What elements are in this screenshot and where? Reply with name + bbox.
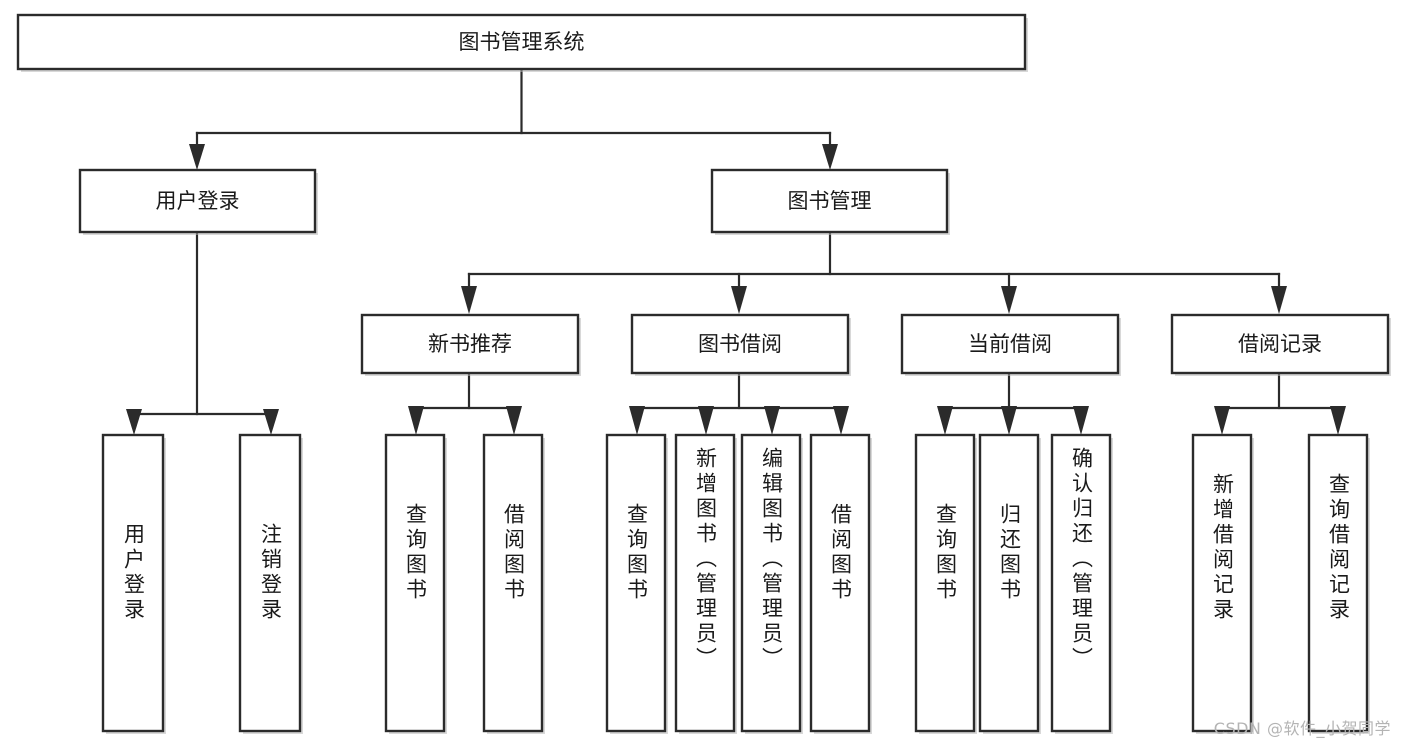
- arrowhead-leaf-confirm-return: [1073, 406, 1089, 435]
- node-root-label: 图书管理系统: [459, 30, 585, 54]
- node-root[interactable]: 图书管理系统: [16, 13, 1028, 72]
- arrowhead-leaf-borrow-book-2: [833, 406, 849, 435]
- leaf-logout-rect[interactable]: [238, 433, 302, 733]
- node-user-login[interactable]: 用户登录: [78, 168, 318, 235]
- node-current-borrow-rect[interactable]: [900, 313, 1120, 375]
- arrowhead-leaf-query-book-1: [408, 406, 424, 435]
- node-new-book-recommend-rect[interactable]: [360, 313, 580, 375]
- arrowhead-leaf-add-record: [1214, 406, 1230, 435]
- node-book-management-rect[interactable]: [710, 168, 949, 234]
- node-borrow-record-rect[interactable]: [1170, 313, 1390, 375]
- arrowhead-leaf-edit-book: [764, 406, 780, 435]
- node-current-borrow[interactable]: 当前借阅: [900, 313, 1121, 376]
- leaf-query-book-1-rect[interactable]: [384, 433, 446, 733]
- leaf-query-book-3-rect[interactable]: [914, 433, 976, 733]
- leaf-borrow-book-2-rect[interactable]: [809, 433, 871, 733]
- node-book-management[interactable]: 图书管理: [710, 168, 950, 235]
- leaf-add-record-rect[interactable]: [1191, 433, 1253, 733]
- arrowhead-leaf-query-record: [1330, 406, 1346, 435]
- arrowhead-book-management: [822, 144, 838, 170]
- node-book-borrow-label: 图书借阅: [698, 332, 782, 356]
- arrowhead-leaf-logout: [263, 409, 279, 435]
- leaf-user-login-rect[interactable]: [101, 433, 165, 733]
- arrowhead-leaf-borrow-book-1: [506, 406, 522, 435]
- node-book-borrow-rect[interactable]: [630, 313, 850, 375]
- arrowhead-leaf-user-login: [126, 409, 142, 435]
- arrowhead-leaf-query-book-2: [629, 406, 645, 435]
- node-book-borrow[interactable]: 图书借阅: [630, 313, 851, 376]
- node-root-rect[interactable]: [16, 13, 1027, 71]
- csdn-watermark: CSDN @软件_小贺同学: [1213, 719, 1391, 738]
- leaf-add-book-rect[interactable]: [674, 433, 736, 733]
- node-new-book-recommend[interactable]: 新书推荐: [360, 313, 581, 376]
- node-borrow-record[interactable]: 借阅记录: [1170, 313, 1391, 376]
- node-book-management-label: 图书管理: [788, 189, 872, 213]
- arrowhead-current-borrow: [1001, 286, 1017, 314]
- leaf-return-book-rect[interactable]: [978, 433, 1040, 733]
- arrowhead-book-borrow: [731, 286, 747, 314]
- node-user-login-label: 用户登录: [156, 189, 240, 213]
- node-borrow-record-label: 借阅记录: [1238, 332, 1322, 356]
- leaf-query-book-2-rect[interactable]: [605, 433, 667, 733]
- arrowhead-leaf-add-book: [698, 406, 714, 435]
- arrowhead-new-book-recommend: [461, 286, 477, 314]
- node-new-book-recommend-label: 新书推荐: [428, 332, 512, 356]
- arrowhead-leaf-return-book: [1001, 406, 1017, 435]
- node-current-borrow-label: 当前借阅: [968, 332, 1052, 356]
- connectors-group: [126, 68, 1346, 435]
- leaf-query-record-rect[interactable]: [1307, 433, 1369, 733]
- leaf-edit-book-rect[interactable]: [740, 433, 802, 733]
- leaf-boxes-group: [101, 433, 1370, 734]
- leaf-borrow-book-1-rect[interactable]: [482, 433, 544, 733]
- leaf-confirm-return-rect[interactable]: [1050, 433, 1112, 733]
- node-user-login-rect[interactable]: [78, 168, 317, 234]
- arrowhead-borrow-record: [1271, 286, 1287, 314]
- arrowhead-user-login: [189, 144, 205, 170]
- arrowhead-leaf-query-book-3: [937, 406, 953, 435]
